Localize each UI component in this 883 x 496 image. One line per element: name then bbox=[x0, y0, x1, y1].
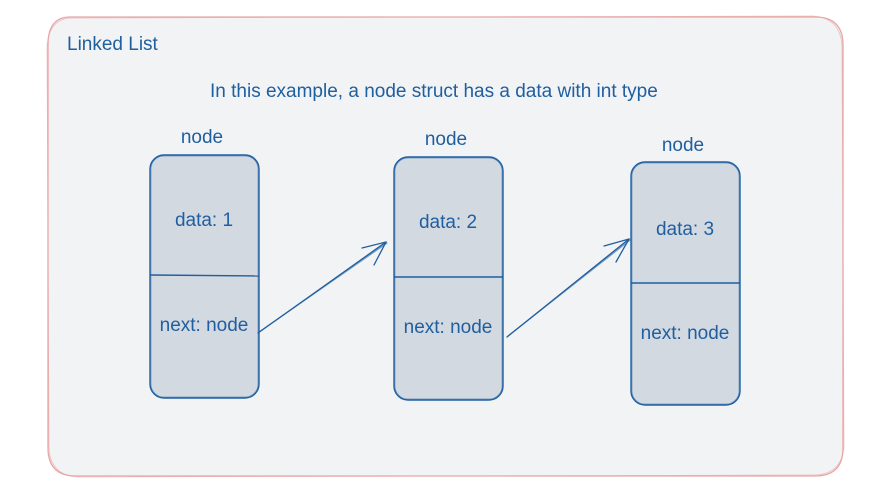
node-header-3: node bbox=[661, 135, 705, 156]
node-box-2 bbox=[393, 156, 504, 401]
node-next-2: next: node bbox=[403, 317, 493, 338]
container-frame-sketch bbox=[46, 15, 845, 478]
node-header-1: node bbox=[180, 127, 224, 148]
diagram-subtitle: In this example, a node struct has a dat… bbox=[210, 81, 658, 102]
node-data-3: data: 3 bbox=[655, 219, 715, 240]
node-data-1: data: 1 bbox=[174, 210, 234, 231]
node-next-3: next: node bbox=[640, 323, 730, 344]
node-box-1 bbox=[149, 154, 260, 399]
node-header-2: node bbox=[424, 129, 468, 150]
node-box-3 bbox=[630, 161, 741, 406]
arrow-node2-to-node3 bbox=[506, 238, 631, 338]
node-divider-1 bbox=[149, 274, 260, 277]
arrow-node1-to-node2 bbox=[257, 241, 388, 334]
node-next-1: next: node bbox=[159, 315, 249, 336]
node-data-2: data: 2 bbox=[418, 212, 478, 233]
diagram-title: Linked List bbox=[67, 34, 158, 55]
